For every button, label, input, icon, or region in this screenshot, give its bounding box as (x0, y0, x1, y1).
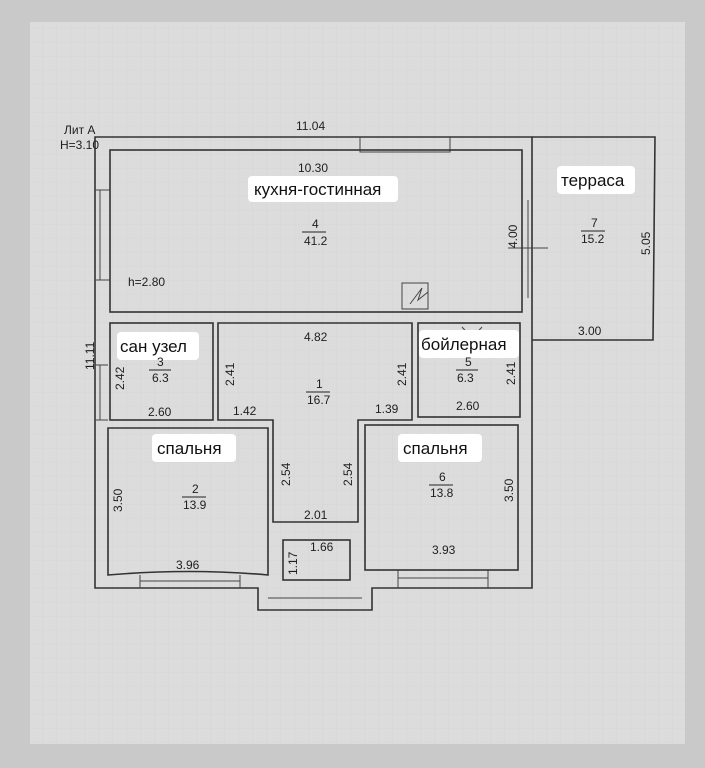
dim-hall-depth-left: 2.41 (223, 362, 237, 386)
dim-kitchen-depth: 4.00 (506, 224, 520, 248)
label-bg (248, 176, 398, 202)
dim-bedroom-right-depth: 3.50 (502, 478, 516, 502)
dim-outer-width: 11.04 (296, 119, 325, 133)
dim-bedroom-left-depth: 3.50 (111, 488, 125, 512)
room-bathroom (109, 322, 214, 421)
room-area: 41.2 (304, 234, 328, 248)
room-bedroom-right (364, 424, 519, 571)
room-number: 7 (591, 216, 598, 230)
height-label: H=3.10 (60, 138, 99, 152)
label-bg (557, 166, 635, 194)
room-area: 6.3 (457, 371, 474, 385)
dim-kitchen-width: 10.30 (298, 161, 328, 175)
dim-bedroom-right-width: 3.93 (432, 543, 456, 557)
room-hall (217, 322, 413, 523)
label-bg (117, 332, 199, 360)
dim-boiler-width: 2.60 (456, 399, 480, 413)
dim-terrace-width: 3.00 (578, 324, 602, 338)
room-number: 1 (316, 377, 323, 391)
ceiling-height: h=2.80 (128, 275, 165, 289)
dim-bedroom-left-width: 3.96 (176, 558, 200, 572)
dim-corridor-width: 2.01 (304, 508, 328, 522)
dim-hall-depth-right: 2.41 (395, 362, 409, 386)
room-bedroom-left (107, 427, 269, 576)
dim-outer-height: 11.11 (83, 341, 97, 370)
terrace-outline (532, 136, 656, 341)
lit-label: Лит А (64, 123, 95, 137)
dim-corridor-left: 2.54 (279, 462, 293, 486)
dim-boiler-depth: 2.41 (504, 361, 518, 385)
room-boiler (417, 322, 521, 418)
label-bg (398, 434, 482, 462)
room-name-boiler: бойлерная (421, 335, 507, 354)
dim-vestibule-width: 1.66 (310, 540, 334, 554)
room-number: 5 (465, 355, 472, 369)
dim-terrace-depth: 5.05 (639, 231, 653, 255)
room-kitchen-living (109, 149, 523, 313)
room-area: 16.7 (307, 393, 331, 407)
dim-bathroom-depth: 2.42 (113, 366, 127, 390)
room-number: 3 (157, 355, 164, 369)
dim-hall-seg-right: 1.39 (375, 402, 399, 416)
outer-walls (94, 136, 548, 611)
room-area: 6.3 (152, 371, 169, 385)
room-name-bathroom: сан узел (120, 337, 187, 356)
paper-grid (30, 22, 685, 744)
stove-icon (401, 282, 429, 310)
room-name-kitchen: кухня-гостинная (254, 180, 381, 199)
room-area: 13.8 (430, 486, 454, 500)
room-number: 6 (439, 470, 446, 484)
room-vestibule (282, 539, 351, 581)
room-number: 4 (312, 217, 319, 231)
room-name-bedroom-left: спальня (157, 439, 222, 458)
dim-hall-seg-left: 1.42 (233, 404, 257, 418)
room-name-terrace: терраса (561, 171, 625, 190)
room-area: 13.9 (183, 498, 207, 512)
label-bg (419, 330, 519, 358)
room-number: 2 (192, 482, 199, 496)
dim-corridor-right: 2.54 (341, 462, 355, 486)
room-name-bedroom-right: спальня (403, 439, 468, 458)
room-area: 15.2 (581, 232, 605, 246)
dim-vestibule-depth: 1.17 (286, 551, 300, 575)
label-bg (152, 434, 236, 462)
dim-bathroom-width: 2.60 (148, 405, 172, 419)
dim-hall-width: 4.82 (304, 330, 328, 344)
